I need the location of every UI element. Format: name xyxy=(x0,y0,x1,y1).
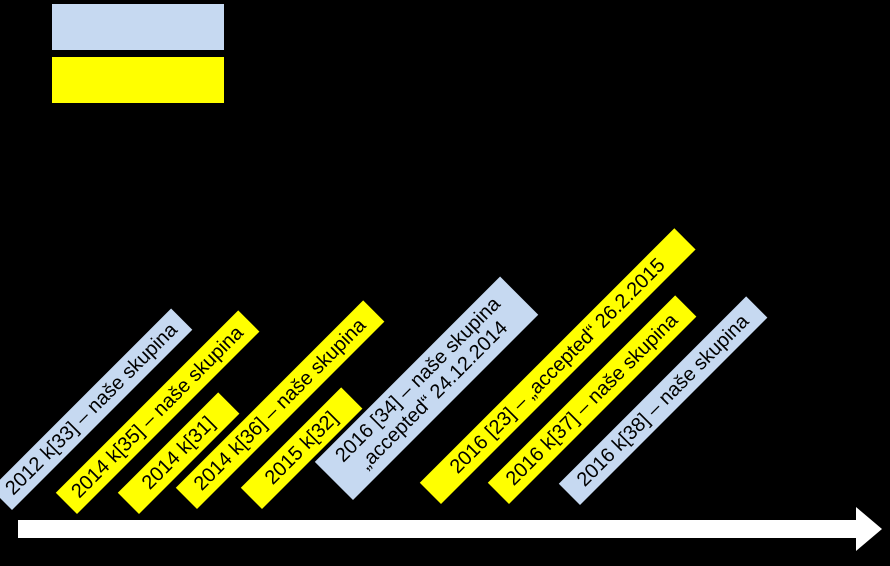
timeline-arrow-head xyxy=(856,507,882,551)
timeline-arrow-shaft xyxy=(18,520,860,538)
legend-swatch-yellow xyxy=(52,57,224,103)
legend-swatch-blue xyxy=(52,4,224,50)
